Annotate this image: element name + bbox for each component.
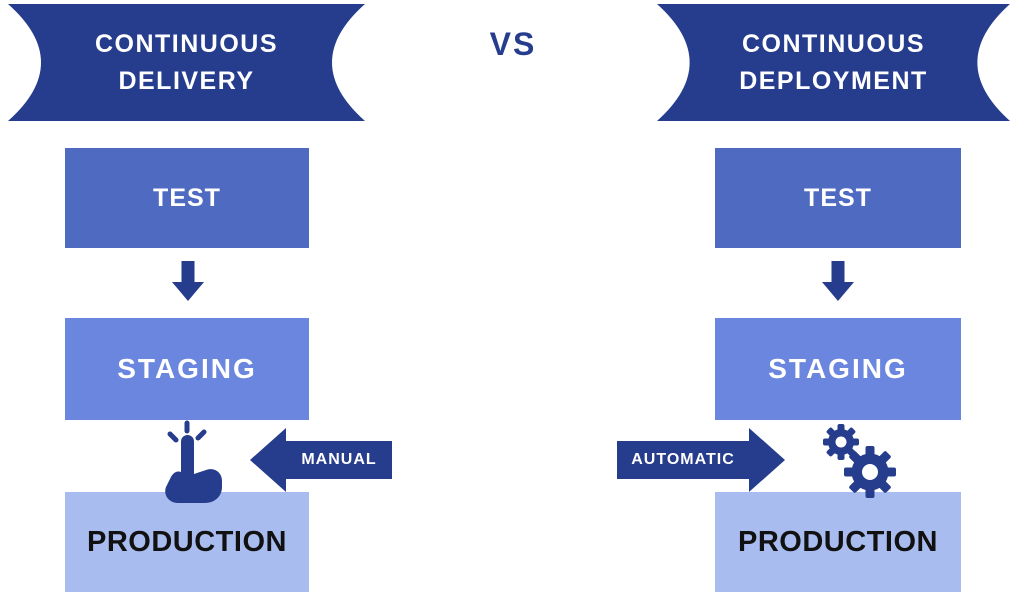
banner-line1: CONTINUOUS (741, 29, 926, 58)
down-arrow-icon (822, 261, 854, 301)
banner-continuous-deployment: CONTINUOUS DEPLOYMENT (657, 4, 1010, 121)
arrow-head-right-icon (749, 428, 785, 492)
ribbon-shape (657, 4, 1010, 121)
stage-box-staging-left: STAGING (65, 318, 309, 420)
down-arrow-icon (172, 261, 204, 301)
gears-icon (818, 422, 898, 502)
banner-line2: DEPLOYMENT (739, 66, 928, 95)
stage-label: STAGING (768, 353, 908, 384)
stage-label: TEST (153, 183, 221, 212)
ribbon-shape (8, 4, 365, 121)
banner-title: CONTINUOUS DEPLOYMENT (657, 4, 1010, 121)
banner-line1: CONTINUOUS (94, 29, 279, 58)
stage-label: PRODUCTION (87, 525, 287, 558)
banner-continuous-delivery: CONTINUOUS DELIVERY (8, 4, 365, 121)
banner-line2: DELIVERY (118, 66, 255, 95)
stage-box-production-right: PRODUCTION (715, 492, 961, 592)
stage-box-staging-right: STAGING (715, 318, 961, 420)
manual-label: MANUAL (286, 441, 392, 479)
arrow-head-left-icon (250, 428, 286, 492)
stage-label: PRODUCTION (738, 525, 938, 558)
vs-label: VS (489, 26, 537, 62)
stage-box-test-left: TEST (65, 148, 309, 248)
stage-box-production-left: PRODUCTION (65, 492, 309, 592)
stage-label: STAGING (117, 353, 257, 384)
manual-arrow: MANUAL (250, 428, 392, 492)
stage-box-test-right: TEST (715, 148, 961, 248)
hand-click-icon (152, 420, 228, 506)
automatic-arrow: AUTOMATIC (617, 428, 785, 492)
automatic-label: AUTOMATIC (617, 441, 749, 479)
banner-title: CONTINUOUS DELIVERY (8, 4, 365, 121)
stage-label: TEST (804, 183, 872, 212)
